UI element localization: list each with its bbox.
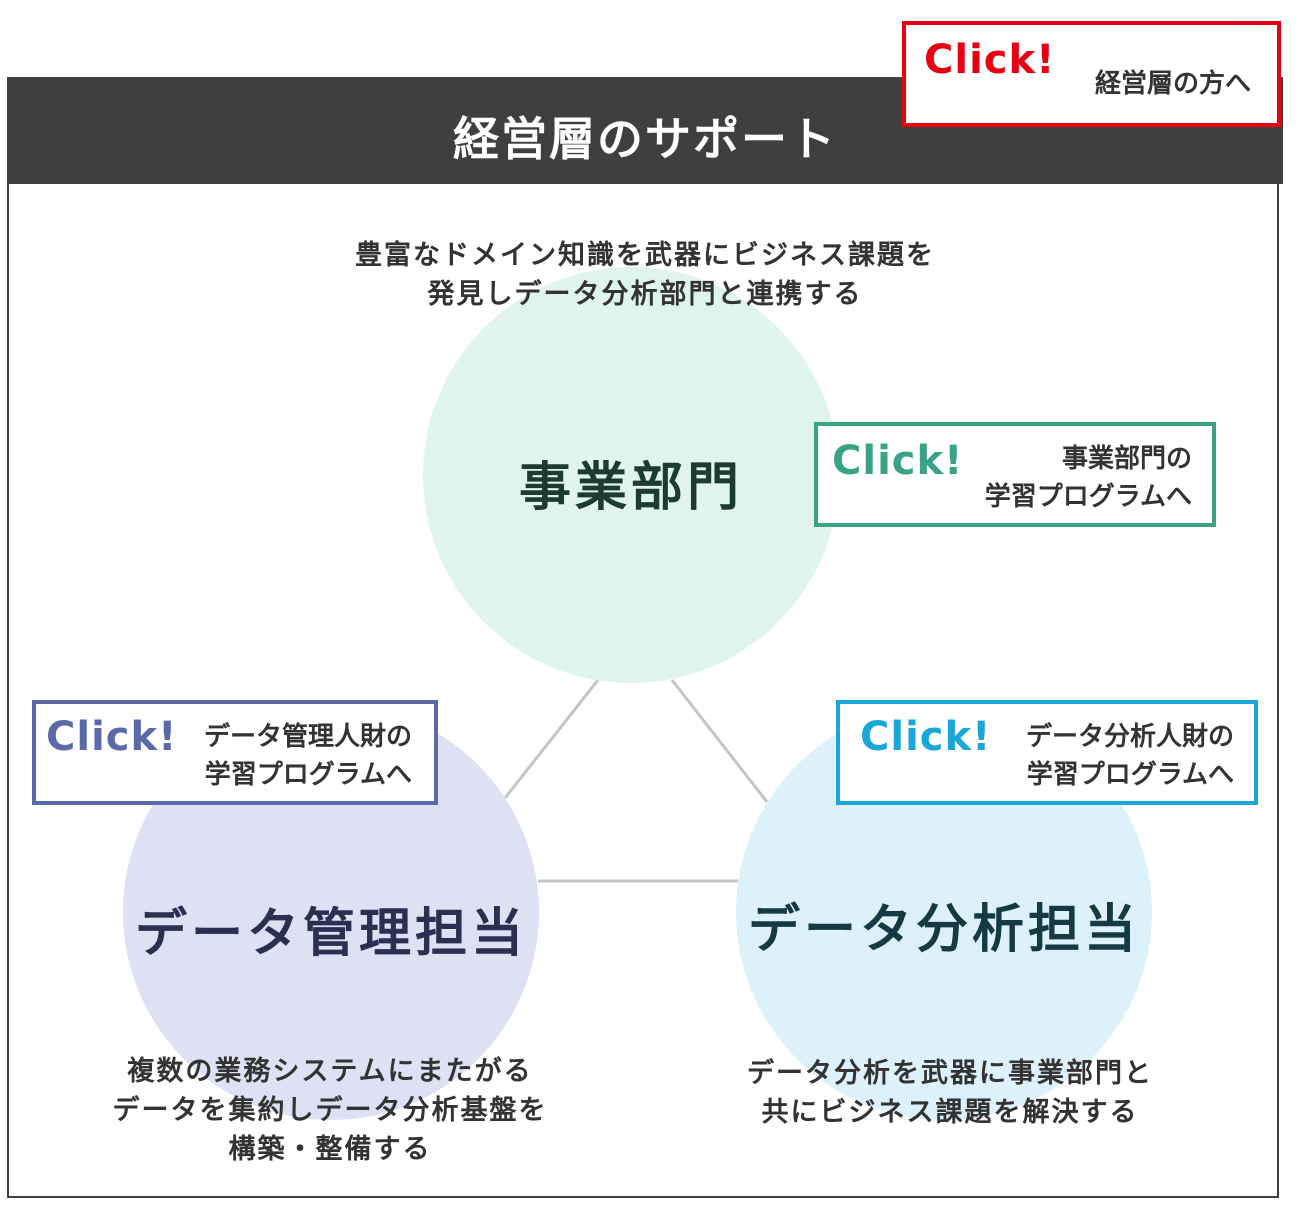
executive-link-text: 経営層の方へ [1095, 65, 1251, 103]
executive-link-line1: 経営層の方へ [1094, 69, 1251, 99]
data-analysis-description-line1: データ分析を武器に事業部門と [747, 1058, 1153, 1089]
business-label: 事業部門 [518, 458, 743, 518]
click-label: Click! [832, 438, 964, 484]
data-analysis-description: データ分析を武器に事業部門と 共にビジネス課題を解決する [690, 1054, 1210, 1132]
click-label: Click! [46, 714, 178, 760]
connector-business-analysis [670, 679, 769, 803]
data-management-program-line1: データ管理人財の [203, 722, 412, 752]
executive-link-button[interactable]: Click! 経営層の方へ [902, 21, 1281, 127]
page-title: 経営層のサポート [453, 112, 837, 166]
business-program-button[interactable]: Click! 事業部門の 学習プログラムへ [814, 422, 1216, 527]
data-management-program-button[interactable]: Click! データ管理人財の 学習プログラムへ [32, 700, 438, 805]
business-circle [423, 267, 839, 683]
data-management-label: データ管理担当 [134, 904, 527, 964]
data-analysis-program-text: データ分析人財の 学習プログラムへ [1026, 718, 1234, 794]
data-management-description-line1: 複数の業務システムにまたがる [127, 1056, 533, 1087]
data-management-program-text: データ管理人財の 学習プログラムへ [204, 718, 412, 794]
business-description-line2: 発見しデータ分析部門と連携する [427, 279, 863, 310]
business-description-line1: 豊富なドメイン知識を武器にビジネス課題を [355, 240, 935, 271]
connector-business-management [503, 679, 600, 799]
data-management-program-line2: 学習プログラムへ [204, 760, 412, 790]
business-program-line2: 学習プログラムへ [984, 482, 1192, 512]
data-management-description: 複数の業務システムにまたがる データを集約しデータ分析基盤を 構築・整備する [60, 1052, 600, 1169]
data-management-description-line3: 構築・整備する [228, 1134, 432, 1165]
data-analysis-label: データ分析担当 [747, 900, 1140, 960]
business-program-line1: 事業部門の [1061, 444, 1192, 474]
business-description: 豊富なドメイン知識を武器にビジネス課題を 発見しデータ分析部門と連携する [300, 236, 990, 314]
click-label: Click! [924, 37, 1056, 83]
business-program-text: 事業部門の 学習プログラムへ [985, 440, 1192, 516]
data-management-description-line2: データを集約しデータ分析基盤を [112, 1095, 548, 1126]
data-analysis-description-line2: 共にビジネス課題を解決する [761, 1097, 1139, 1128]
click-label: Click! [860, 714, 992, 760]
data-analysis-program-button[interactable]: Click! データ分析人財の 学習プログラムへ [836, 700, 1258, 805]
data-analysis-program-line1: データ分析人財の [1025, 722, 1234, 752]
data-analysis-program-line2: 学習プログラムへ [1026, 760, 1234, 790]
